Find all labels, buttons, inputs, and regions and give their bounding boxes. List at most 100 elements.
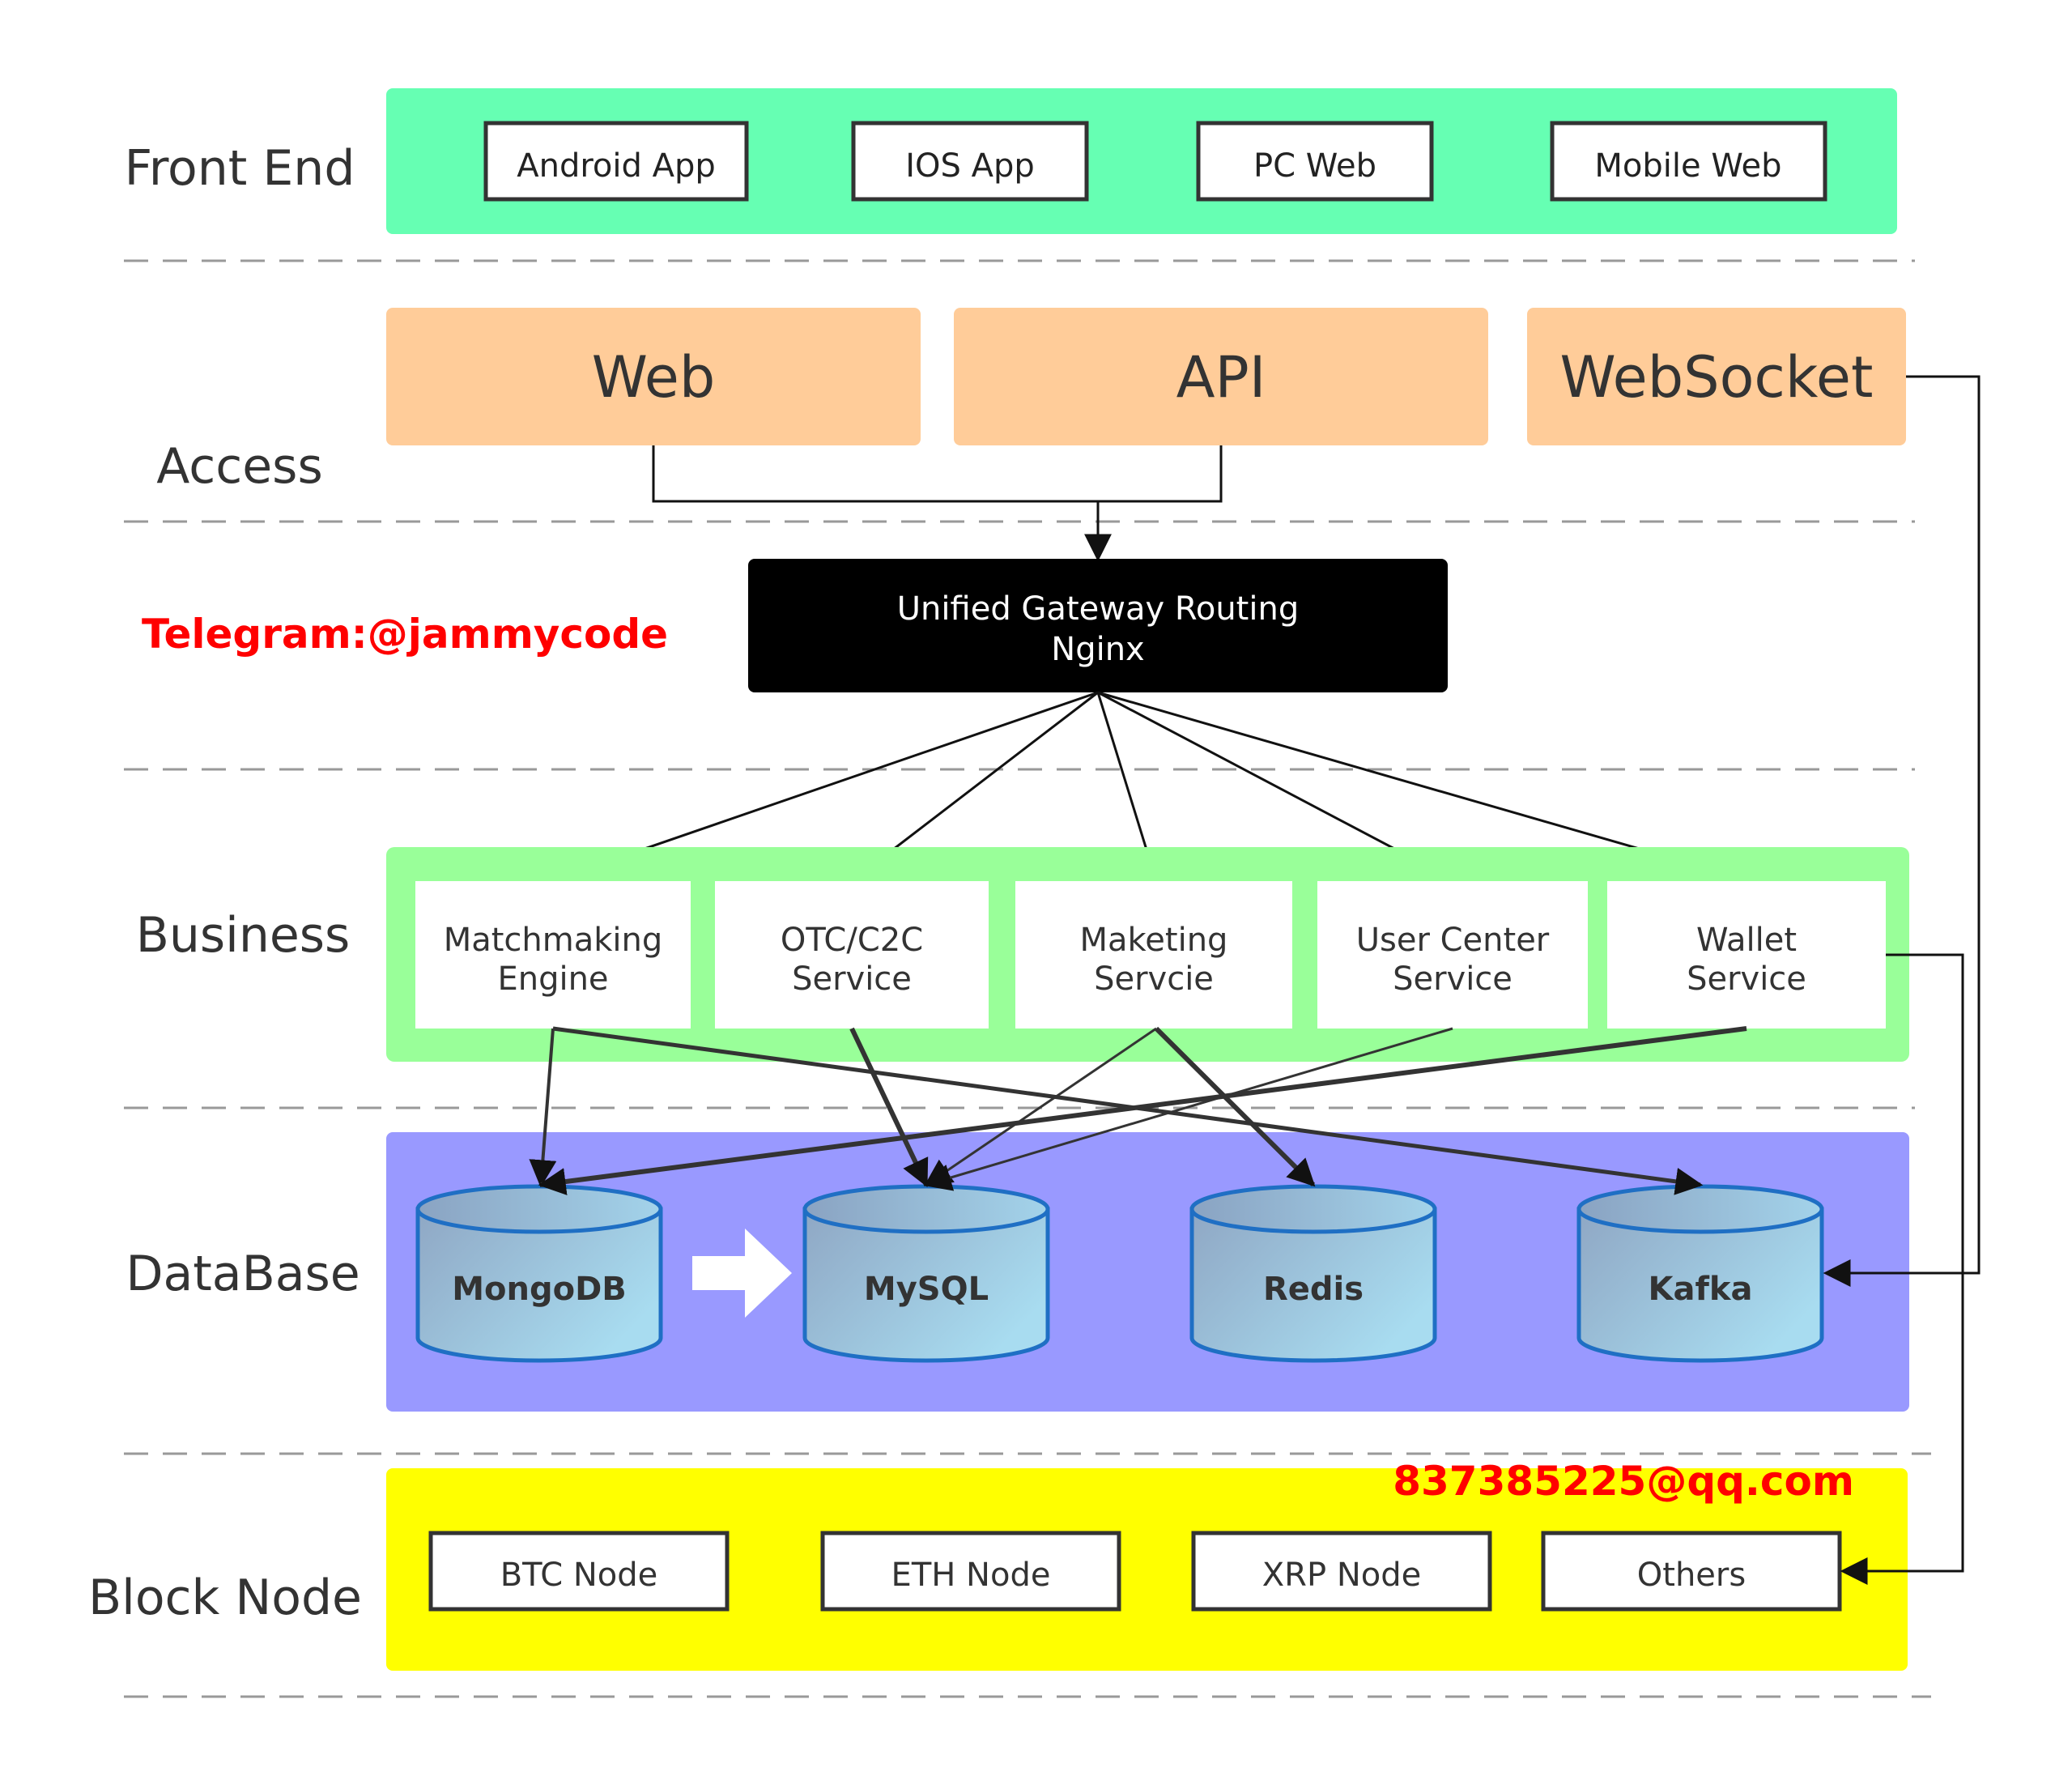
cylinder-body (802, 1207, 1050, 1363)
business-item-label-line2: Engine (497, 960, 608, 998)
front-end-item-mobile-web[interactable]: Mobile Web (1550, 121, 1827, 202)
cylinder-top (802, 1184, 1050, 1234)
business-items: Matchmaking Engine OTC/C2C Service Maket… (415, 881, 1886, 1029)
access-item-box (954, 308, 1488, 445)
cylinder-top (415, 1184, 663, 1234)
front-end-item-box (1550, 121, 1827, 202)
front-end-item-android-app[interactable]: Android App (483, 121, 749, 202)
cylinder-top (1576, 1184, 1824, 1234)
business-to-database-arrows (529, 1026, 1747, 1195)
business-item-label-line2: Service (792, 960, 912, 998)
business-item-otc-c2c-service[interactable]: OTC/C2C Service (715, 881, 989, 1029)
business-item-label-line2: Service (1687, 960, 1806, 998)
front-end-item-label: Android App (517, 147, 716, 185)
block-node-item-eth-node[interactable]: ETH Node (820, 1531, 1121, 1612)
cylinder-body (415, 1207, 663, 1363)
database-items: MongoDB MySQL Redis Kafka (415, 1184, 1824, 1363)
block-node-item-label: Others (1637, 1557, 1746, 1594)
db-arrow (529, 1028, 557, 1188)
database-item-mongodb[interactable]: MongoDB (415, 1184, 663, 1363)
access-items: Web API WebSocket (386, 308, 1906, 445)
migration-arrow-icon (692, 1229, 792, 1318)
front-end-item-label: IOS App (905, 147, 1035, 185)
layer-separators (124, 259, 1931, 1698)
telegram-watermark: Telegram:@jammycode (142, 611, 668, 658)
access-to-gateway-connector (652, 445, 1223, 562)
business-item-label-line1: Matchmaking (444, 922, 663, 959)
db-arrow (538, 1026, 1747, 1195)
layer-labels: Front End Access Business DataBase Block… (88, 140, 362, 1626)
front-end-item-label: PC Web (1253, 147, 1376, 185)
layer-label-database: DataBase (126, 1246, 360, 1302)
database-item-label: MySQL (864, 1271, 989, 1308)
layer-label-block-node: Block Node (88, 1569, 362, 1626)
gateway-rect (748, 559, 1448, 692)
database-band (386, 1132, 1909, 1412)
block-node-band (386, 1468, 1908, 1671)
business-item-wallet-service[interactable]: Wallet Service (1607, 881, 1886, 1029)
cylinder-body (1576, 1207, 1824, 1363)
layer-label-business: Business (136, 907, 351, 964)
business-item-user-center-service[interactable]: User Center Service (1317, 881, 1588, 1029)
access-item-label: Web (592, 344, 716, 411)
access-item-api[interactable]: API (954, 308, 1488, 445)
front-end-item-box (483, 121, 749, 202)
front-end-band (386, 88, 1897, 234)
business-item-label-line2: Servcie (1094, 960, 1214, 998)
layer-label-access: Access (156, 438, 322, 495)
cylinder-top (1189, 1184, 1437, 1234)
access-item-websocket[interactable]: WebSocket (1527, 308, 1906, 445)
front-end-item-pc-web[interactable]: PC Web (1196, 121, 1434, 202)
block-node-item-box (1191, 1531, 1492, 1612)
front-end-item-label: Mobile Web (1594, 147, 1781, 185)
business-item-matchmaking-engine[interactable]: Matchmaking Engine (415, 881, 691, 1029)
block-node-item-xrp-node[interactable]: XRP Node (1191, 1531, 1492, 1612)
business-item-box (1317, 881, 1588, 1029)
business-item-maketing-servcie[interactable]: Maketing Servcie (1015, 881, 1292, 1029)
block-node-item-label: XRP Node (1262, 1557, 1421, 1594)
block-node-item-others[interactable]: Others (1541, 1531, 1842, 1612)
database-item-kafka[interactable]: Kafka (1576, 1184, 1824, 1363)
block-node-item-box (428, 1531, 730, 1612)
business-item-box (1607, 881, 1886, 1029)
block-node-item-box (1541, 1531, 1842, 1612)
business-item-label-line1: Wallet (1696, 922, 1797, 959)
block-node-item-label: BTC Node (500, 1557, 658, 1594)
business-item-label-line1: Maketing (1080, 922, 1228, 959)
front-end-items: Android App IOS App PC Web Mobile Web (483, 121, 1827, 202)
database-item-mysql[interactable]: MySQL (802, 1184, 1050, 1363)
gateway-box[interactable]: Unified Gateway Routing Nginx (748, 559, 1448, 692)
gateway-title: Unified Gateway Routing (897, 590, 1299, 628)
layer-label-front-end: Front End (125, 140, 355, 197)
database-item-label: Kafka (1649, 1271, 1753, 1308)
gateway-subtitle: Nginx (1051, 631, 1144, 668)
business-item-label-line2: Service (1393, 960, 1513, 998)
wallet-to-others-connector (1840, 953, 1964, 1585)
websocket-to-kafka-connector (1823, 375, 1981, 1287)
db-arrow (923, 1027, 1453, 1191)
business-item-box (415, 881, 691, 1029)
db-arrow (849, 1027, 929, 1188)
business-item-label-line1: User Center (1356, 922, 1550, 959)
business-item-box (1015, 881, 1292, 1029)
block-node-item-btc-node[interactable]: BTC Node (428, 1531, 730, 1612)
business-item-label-line1: OTC/C2C (781, 922, 923, 959)
cylinder-body (1189, 1207, 1437, 1363)
side-connectors (1823, 375, 1981, 1585)
access-item-box (386, 308, 921, 445)
db-arrow (1154, 1026, 1316, 1187)
access-item-label: WebSocket (1560, 344, 1874, 411)
access-item-box (1527, 308, 1906, 445)
database-item-redis[interactable]: Redis (1189, 1184, 1437, 1363)
connector-line (652, 445, 1223, 503)
front-end-item-box (851, 121, 1089, 202)
front-end-item-box (1196, 121, 1434, 202)
block-node-item-label: ETH Node (891, 1557, 1051, 1594)
front-end-item-ios-app[interactable]: IOS App (851, 121, 1089, 202)
db-arrow (924, 1027, 1157, 1186)
business-item-box (715, 881, 989, 1029)
access-item-web[interactable]: Web (386, 308, 921, 445)
database-item-label: Redis (1263, 1271, 1364, 1308)
email-watermark: 837385225@qq.com (1393, 1458, 1854, 1505)
